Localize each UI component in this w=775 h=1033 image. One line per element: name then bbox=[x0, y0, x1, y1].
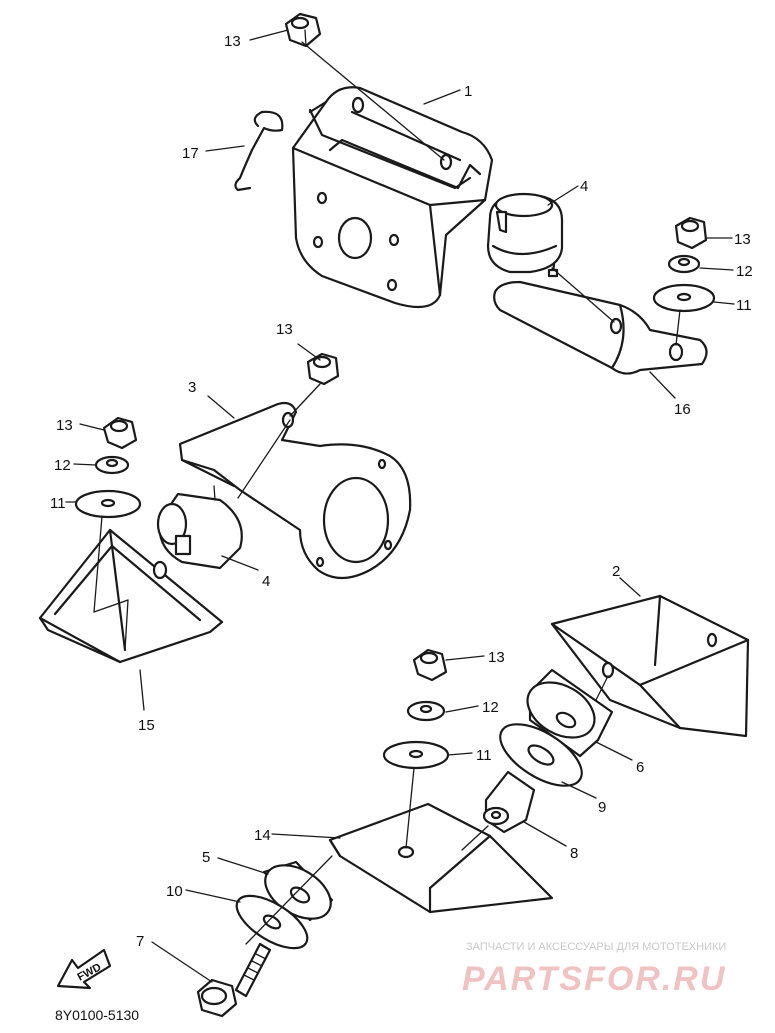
plate-part-16 bbox=[493, 280, 708, 375]
fwd-label: FWD bbox=[76, 961, 104, 983]
label-12: 12 bbox=[736, 263, 753, 280]
label-11: 11 bbox=[50, 495, 66, 512]
label-13: 13 bbox=[224, 33, 241, 50]
label-6: 6 bbox=[636, 759, 644, 776]
label-11: 11 bbox=[736, 297, 752, 314]
nut-part-13-left bbox=[102, 416, 138, 450]
label-15: 15 bbox=[138, 717, 155, 734]
washer-part-12-left bbox=[94, 455, 130, 475]
washer-part-11-bottom bbox=[382, 740, 450, 770]
diagram-code: 8Y0100-5130 bbox=[55, 1007, 139, 1023]
label-5: 5 bbox=[202, 849, 210, 866]
washer-part-12-right bbox=[667, 254, 701, 274]
leader-lines bbox=[65, 29, 735, 983]
damper-part-4-middle bbox=[156, 485, 243, 570]
washer-part-11-left bbox=[74, 489, 142, 519]
label-12: 12 bbox=[54, 457, 71, 474]
bracket-part-1 bbox=[291, 86, 494, 309]
washer-part-9 bbox=[499, 723, 583, 787]
label-13: 13 bbox=[56, 417, 73, 434]
label-13: 13 bbox=[488, 649, 505, 666]
part-number-labels: 13 1 17 4 13 12 11 16 13 3 13 12 11 4 15… bbox=[50, 33, 753, 950]
bracket-part-2 bbox=[550, 594, 750, 738]
label-2: 2 bbox=[612, 563, 620, 580]
label-3: 3 bbox=[188, 379, 196, 396]
label-17: 17 bbox=[182, 145, 199, 162]
label-1: 1 bbox=[464, 83, 472, 100]
bolt-part-7 bbox=[196, 942, 272, 1018]
label-7: 7 bbox=[136, 933, 144, 950]
label-4: 4 bbox=[580, 178, 588, 195]
nut-part-13-middle bbox=[306, 352, 340, 386]
label-13: 13 bbox=[276, 321, 293, 338]
assembly-guide-lines bbox=[93, 41, 681, 945]
collar-part-8 bbox=[482, 770, 536, 834]
watermark: ЗАПЧАСТИ И АКСЕССУАРЫ ДЛЯ МОТОТЕХНИКИ PA… bbox=[462, 941, 726, 998]
label-9: 9 bbox=[598, 799, 606, 816]
bracket-part-14 bbox=[328, 802, 554, 914]
watermark-tagline: ЗАПЧАСТИ И АКСЕССУАРЫ ДЛЯ МОТОТЕХНИКИ bbox=[466, 941, 726, 953]
label-11: 11 bbox=[476, 747, 492, 764]
label-14: 14 bbox=[254, 827, 271, 844]
label-13: 13 bbox=[734, 231, 751, 248]
nut-part-13-top bbox=[284, 12, 322, 48]
bracket-part-15 bbox=[38, 528, 224, 664]
watermark-brand: PARTSFOR.RU bbox=[462, 960, 726, 998]
label-4: 4 bbox=[262, 573, 270, 590]
label-12: 12 bbox=[482, 699, 499, 716]
forward-arrow-icon: FWD bbox=[56, 948, 112, 990]
nut-part-13-bottom bbox=[412, 648, 448, 682]
washer-part-12-bottom bbox=[406, 700, 446, 722]
label-16: 16 bbox=[674, 401, 691, 418]
washer-part-11-right bbox=[652, 283, 716, 313]
nut-part-13-right bbox=[674, 216, 708, 250]
label-10: 10 bbox=[166, 883, 183, 900]
damper-part-4-top bbox=[486, 192, 564, 278]
bracket-part-3 bbox=[178, 401, 412, 580]
washer-part-10 bbox=[235, 894, 309, 950]
clip-part-17 bbox=[234, 110, 284, 192]
label-8: 8 bbox=[570, 845, 578, 862]
